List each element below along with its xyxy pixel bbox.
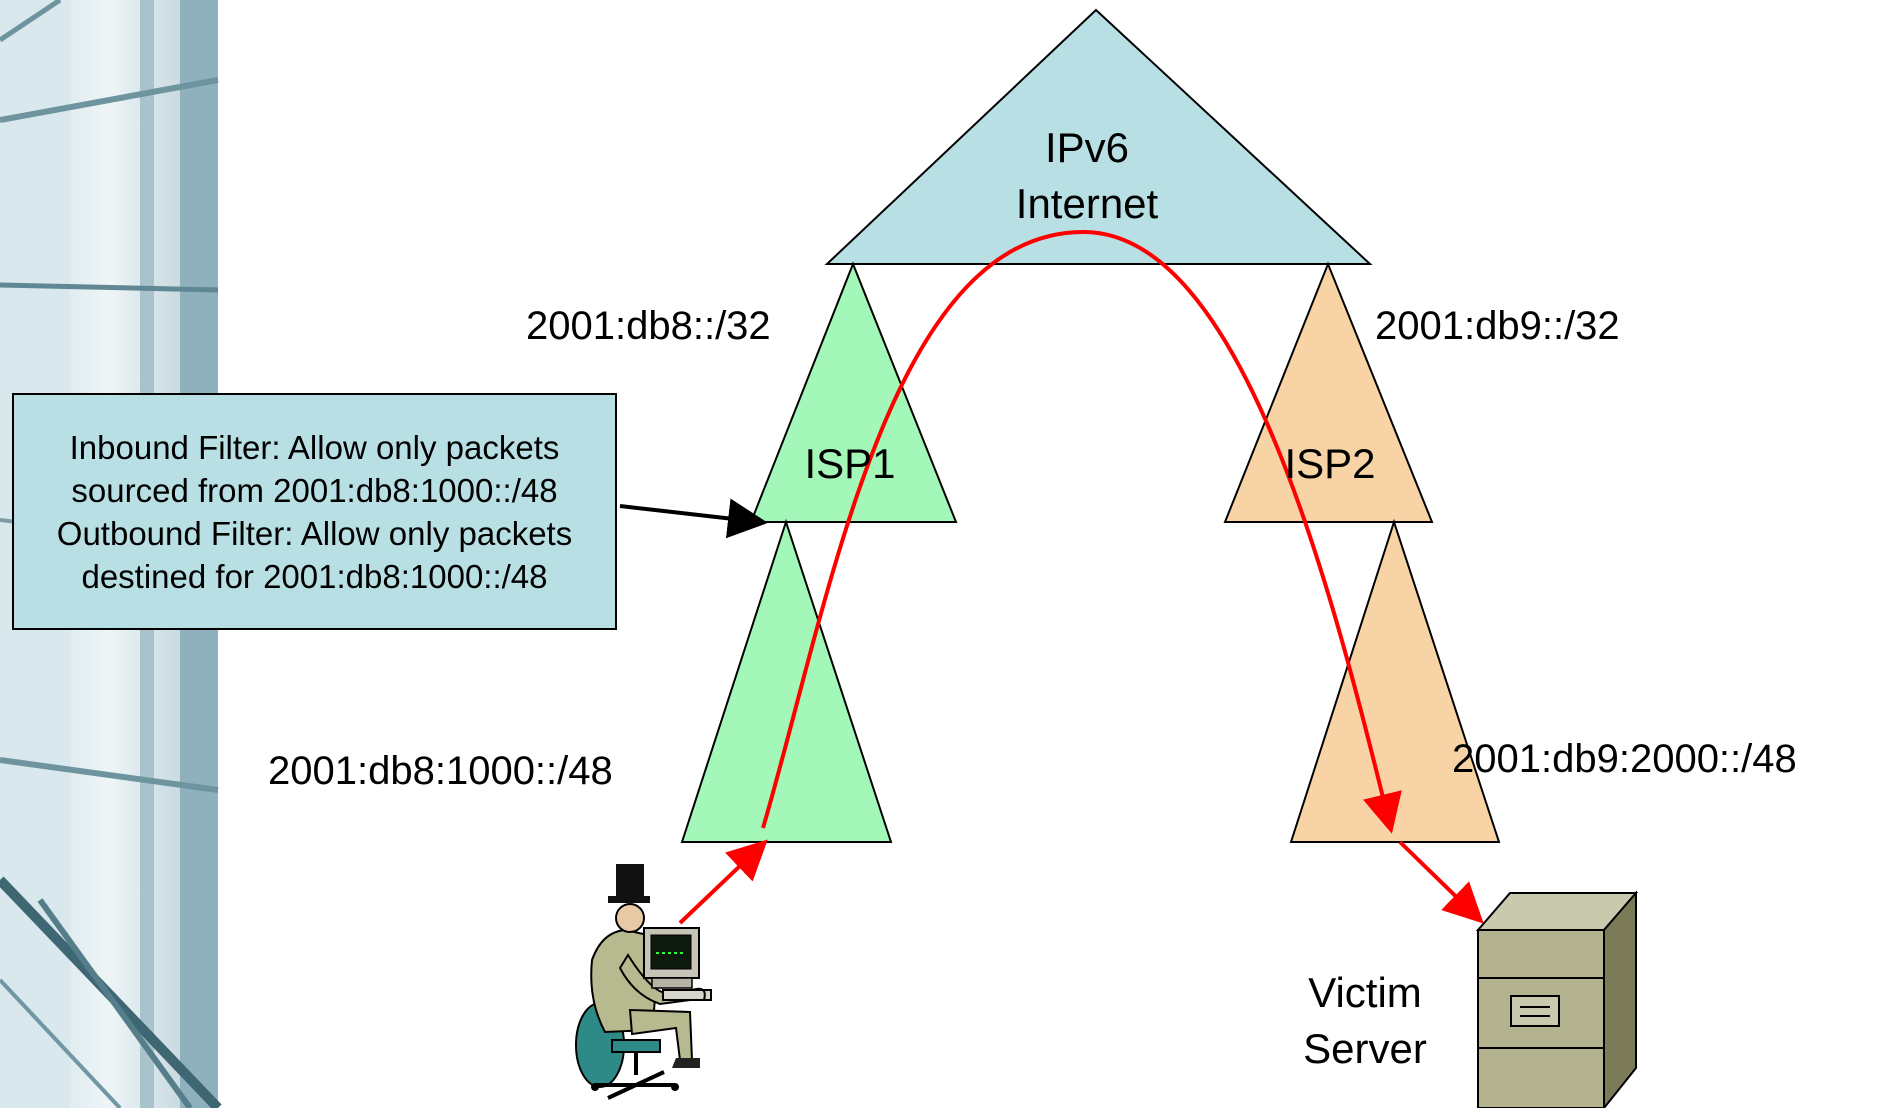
isp-to-server-arrow xyxy=(1398,840,1484,924)
internet-label-line1: IPv6 xyxy=(1045,124,1129,171)
isp1-prefix: 2001:db8::/32 xyxy=(526,304,771,348)
server-cabinet-icon xyxy=(1475,890,1639,1108)
filter-rule-box: Inbound Filter: Allow only packets sourc… xyxy=(12,393,617,630)
attacker-to-isp-arrow xyxy=(678,839,768,925)
filter-pointer-arrow xyxy=(619,498,768,539)
filter-line-outbound-dest: destined for 2001:db8:1000::/48 xyxy=(81,557,548,595)
filter-line-inbound: Inbound Filter: Allow only packets xyxy=(69,428,560,466)
customer1-triangle xyxy=(680,518,893,843)
filter-line-outbound: Outbound Filter: Allow only packets xyxy=(56,514,573,552)
filter-line-inbound-source: sourced from 2001:db8:1000::/48 xyxy=(71,471,558,509)
isp2-label: ISP2 xyxy=(1284,440,1375,487)
attack-path-curve xyxy=(761,229,1402,834)
customer2-prefix: 2001:db9:2000::/48 xyxy=(1452,737,1797,781)
ipv6-internet-triangle xyxy=(824,8,1373,265)
victim-label-line2: Server xyxy=(1303,1025,1427,1072)
internet-label-line2: Internet xyxy=(1016,180,1159,227)
isp1-label: ISP1 xyxy=(804,440,895,487)
isp1-triangle xyxy=(749,261,958,523)
isp2-prefix: 2001:db9::/32 xyxy=(1375,304,1620,348)
customer1-prefix: 2001:db8:1000::/48 xyxy=(268,749,613,793)
victim-label-line1: Victim xyxy=(1308,969,1422,1016)
isp2-triangle xyxy=(1223,261,1434,523)
attacker-at-computer-icon xyxy=(575,864,712,1100)
customer2-triangle xyxy=(1289,518,1501,843)
